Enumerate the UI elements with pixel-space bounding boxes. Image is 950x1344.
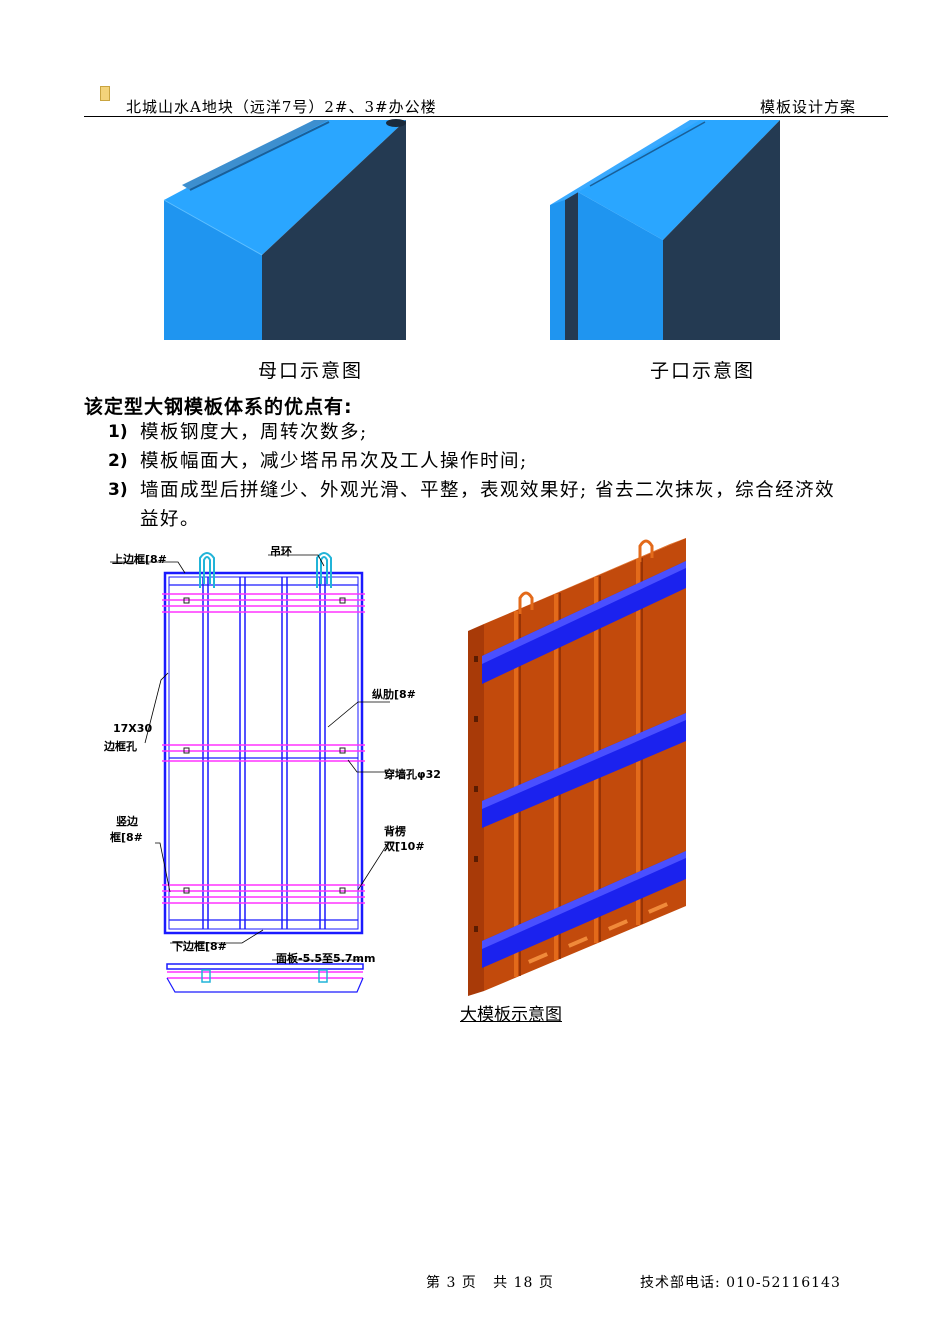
female-joint-image [163,119,406,340]
header-doc-title: 模板设计方案 [760,98,857,116]
male-joint-image [550,120,780,340]
list-item-continuation: 益好。 [140,509,201,530]
label-hole-size: 17X30 [113,722,153,735]
list-item: 墙面成型后拼缝少、外观光滑、平整，表观效果好; 省去二次抹灰，综合经济效 [140,480,836,501]
label-bottom-frame: 下边框[8# [172,940,227,953]
list-item-number: 1) [108,422,128,442]
header-logo-icon [100,86,110,101]
label-side-frame-a: 竖边 [116,815,138,828]
list-item: 模板钢度大，周转次数多; [140,422,368,443]
header-rule [84,116,888,117]
list-item-number: 3) [108,480,128,500]
label-hole-frame: 边框孔 [104,740,137,753]
male-joint-caption: 子口示意图 [650,360,756,382]
big-panel-3d-image [468,538,686,996]
label-back-purlin-a: 背楞 [384,825,406,838]
list-item-number: 2) [108,451,128,471]
big-panel-caption: 大模板示意图 [460,1005,562,1025]
label-long-rib: 纵肋[8# [372,688,416,701]
female-joint-caption: 母口示意图 [258,360,364,382]
label-face-plate: 面板-5.5至5.7mm [276,952,376,965]
label-side-frame-b: 框[8# [110,831,143,844]
panel-elevation-drawing [110,552,400,993]
label-tie-hole: 穿墙孔φ32 [384,768,441,781]
label-top-frame: 上边框[8# [112,553,167,566]
label-back-purlin-b: 双[10# [384,840,425,853]
advantages-heading: 该定型大钢模板体系的优点有: [84,396,353,418]
footer-phone: 技术部电话: 010-52116143 [640,1275,841,1291]
header-project-title: 北城山水A地块（远洋7号）2#、3#办公楼 [126,98,437,116]
label-lifting-ring: 吊环 [270,545,292,558]
list-item: 模板幅面大，减少塔吊吊次及工人操作时间; [140,451,528,472]
footer-page-info: 第 3 页 共 18 页 [426,1275,554,1291]
